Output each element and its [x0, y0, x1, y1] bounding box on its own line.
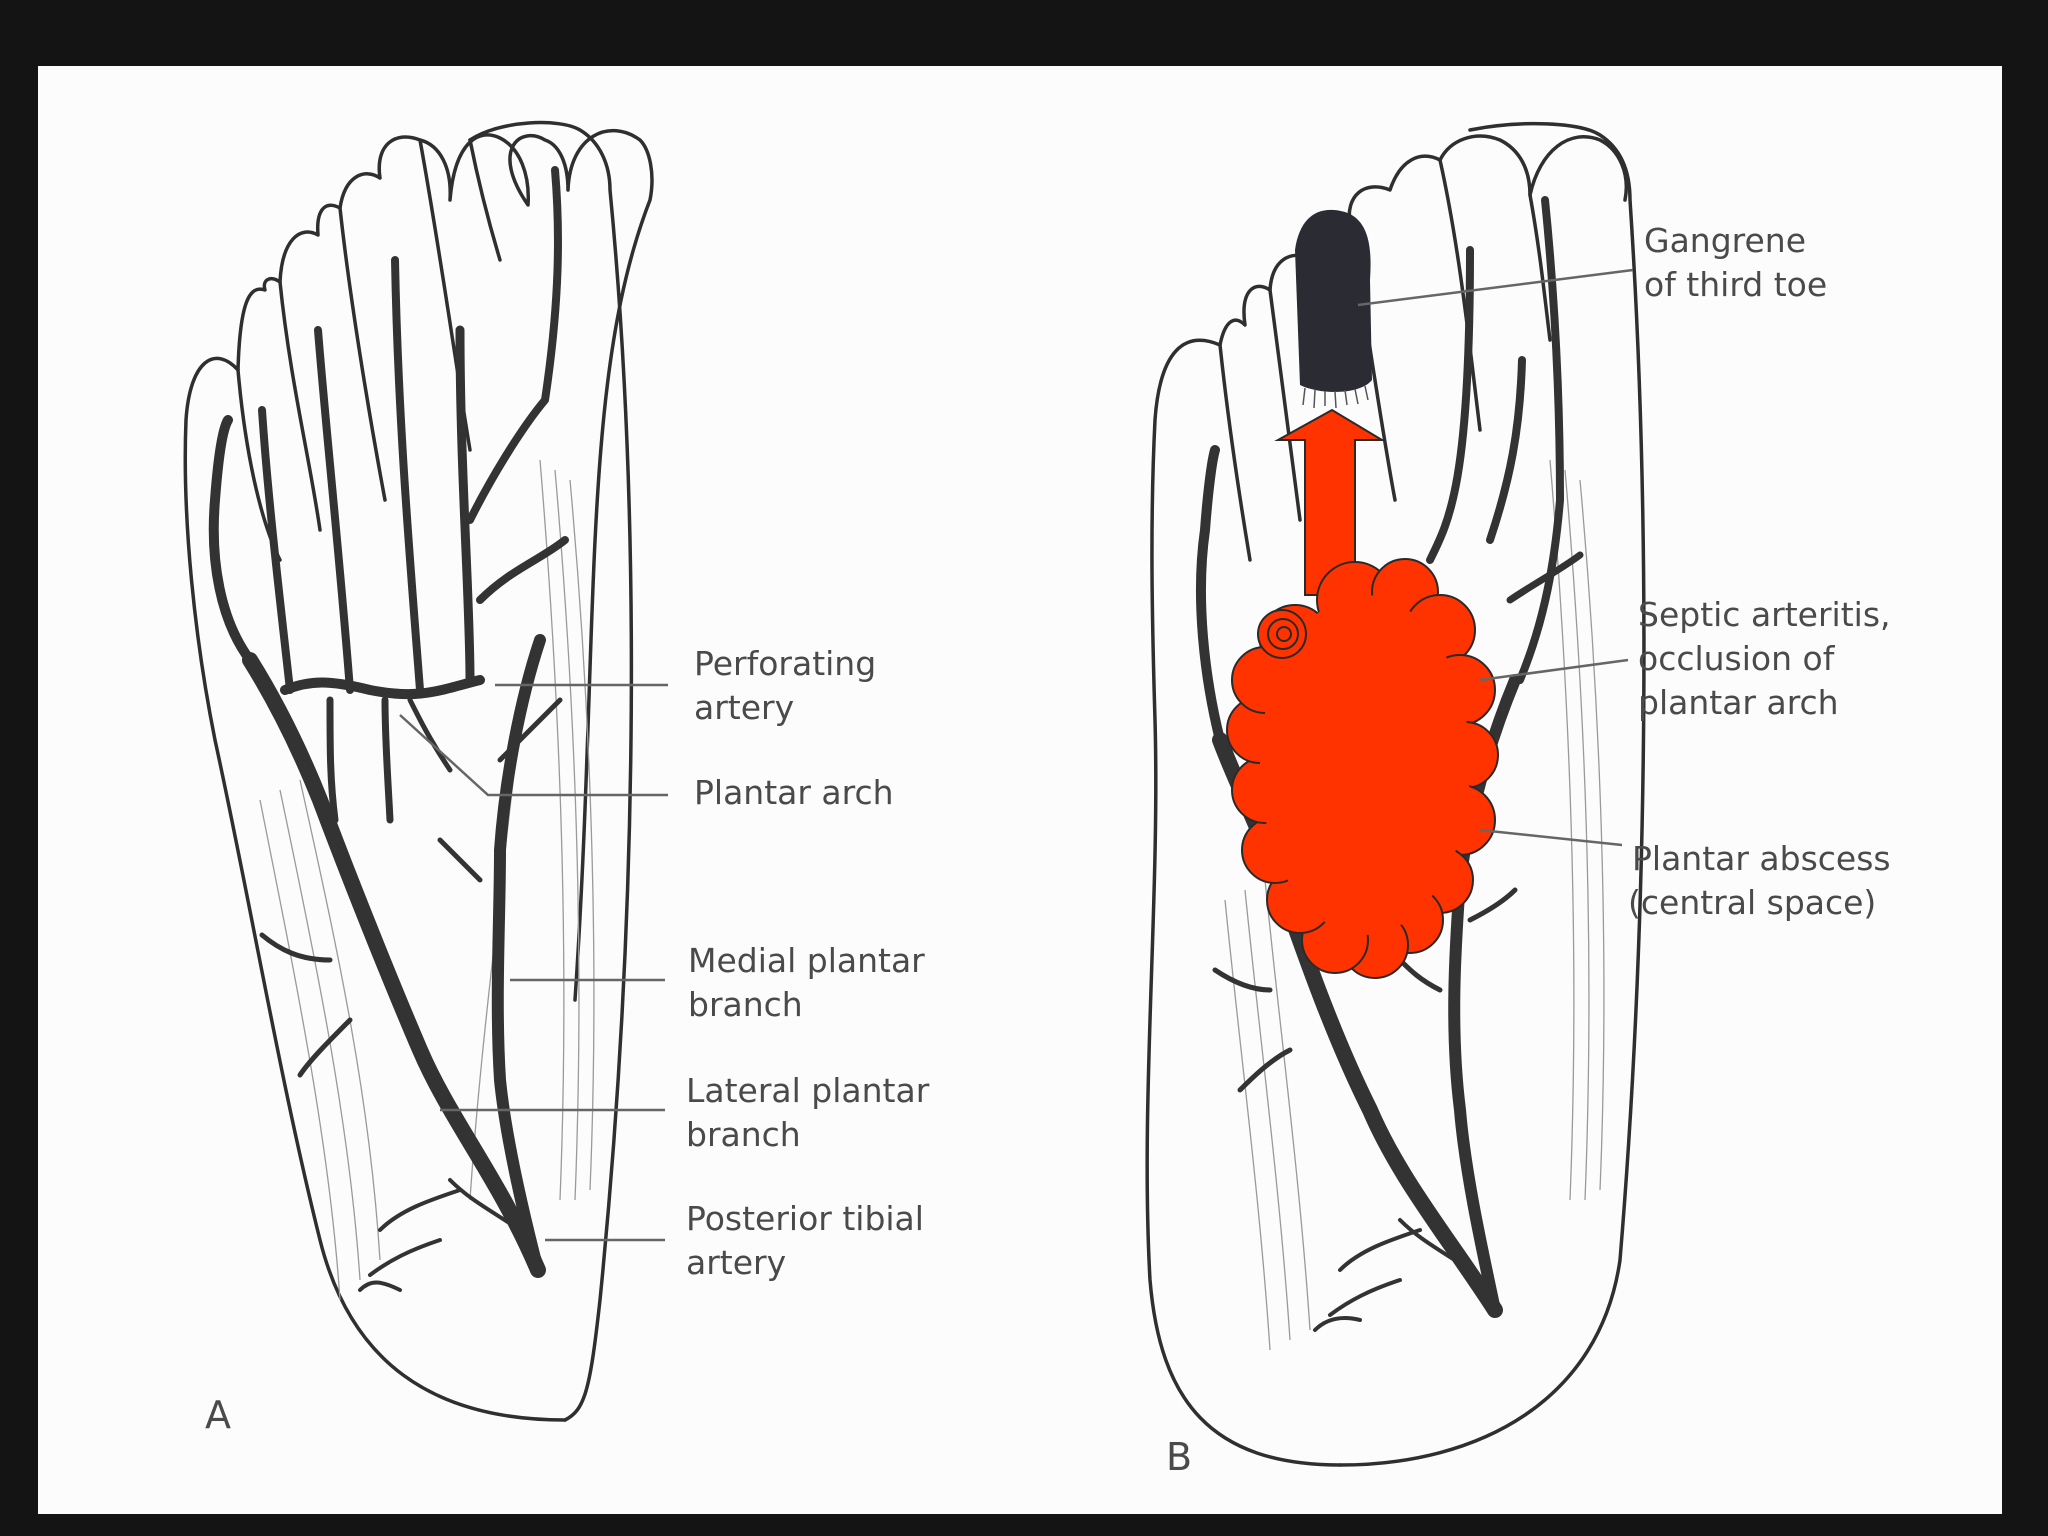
foot-b-fibers — [1224, 459, 1605, 1351]
foot-a-fibers — [259, 459, 595, 1301]
label-perforating-line2: artery — [694, 688, 794, 727]
label-septic-line2: occlusion of — [1638, 639, 1836, 678]
label-medial-line2: branch — [688, 985, 803, 1024]
label-lateral-line1: Lateral plantar — [686, 1071, 930, 1110]
panel-letter-a: A — [205, 1393, 231, 1437]
label-septic-line3: plantar arch — [1638, 683, 1839, 722]
labels-b: Gangrene of third toe Septic arteritis, … — [1166, 221, 1891, 1479]
labels-a: Perforating artery Plantar arch Medial p… — [205, 644, 930, 1437]
label-abscess-line1: Plantar abscess — [1632, 839, 1891, 878]
label-gangrene-line2: of third toe — [1644, 265, 1827, 304]
foot-a-illustration — [183, 120, 654, 1422]
label-septic-line1: Septic arteritis, — [1638, 595, 1891, 634]
panel-letter-b: B — [1166, 1435, 1192, 1479]
label-medial-line1: Medial plantar — [688, 941, 925, 980]
foot-b-illustration — [1145, 121, 1646, 1467]
foot-a-outline — [183, 129, 654, 1422]
foot-a-arteries — [208, 166, 569, 1292]
foot-b-outline — [1145, 134, 1628, 1467]
label-plantar-arch: Plantar arch — [694, 773, 894, 812]
gangrene-patch — [1295, 209, 1372, 392]
label-gangrene-line1: Gangrene — [1644, 221, 1806, 260]
label-abscess-line2: (central space) — [1628, 883, 1876, 922]
paper-background — [38, 66, 2002, 1514]
leader-lines — [399, 268, 1634, 1242]
label-perforating-line1: Perforating — [694, 644, 876, 683]
label-lateral-line2: branch — [686, 1115, 801, 1154]
label-posterior-line2: artery — [686, 1243, 786, 1282]
spiral-mark — [1257, 609, 1307, 659]
label-posterior-line1: Posterior tibial — [686, 1199, 924, 1238]
abscess-cloud — [1226, 558, 1499, 979]
